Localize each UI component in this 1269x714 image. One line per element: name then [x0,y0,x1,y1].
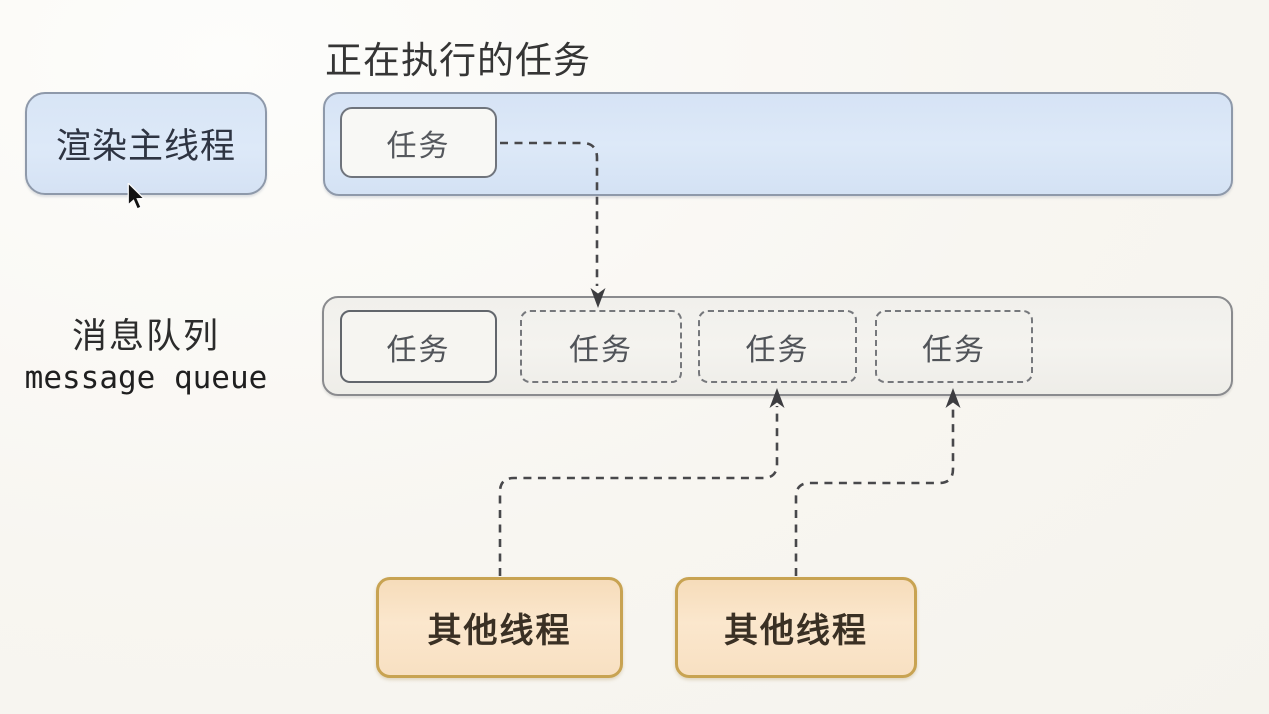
main-thread-label: 渲染主线程 [55,127,236,166]
executing-task-box: 任务 [340,107,497,178]
queue-task-label: 任务 [922,333,986,367]
queue-task-solid: 任务 [340,310,497,383]
mouse-pointer-icon [127,183,146,210]
main-thread-box: 渲染主线程 [25,92,267,195]
queue-label-en: message queue [24,360,268,396]
queue-task-dashed-2: 任务 [698,310,857,383]
queue-label-zh: 消息队列 [71,316,220,356]
queue-task-label: 任务 [745,333,810,367]
queue-task-label: 任务 [386,333,451,367]
executing-task-title: 正在执行的任务 [325,40,591,81]
other-thread-label: 其他线程 [427,612,572,650]
queue-task-dashed-1: 任务 [520,310,682,383]
other-thread-box-2: 其他线程 [675,577,917,678]
executing-task-label: 任务 [386,129,451,163]
dashed-arrow-thread1-to-queue [498,406,779,576]
other-thread-box-1: 其他线程 [376,577,623,678]
queue-task-dashed-3: 任务 [875,310,1033,383]
other-thread-label: 其他线程 [724,612,868,650]
dashed-arrow-thread2-to-queue [794,406,955,576]
queue-task-label: 任务 [569,333,633,367]
